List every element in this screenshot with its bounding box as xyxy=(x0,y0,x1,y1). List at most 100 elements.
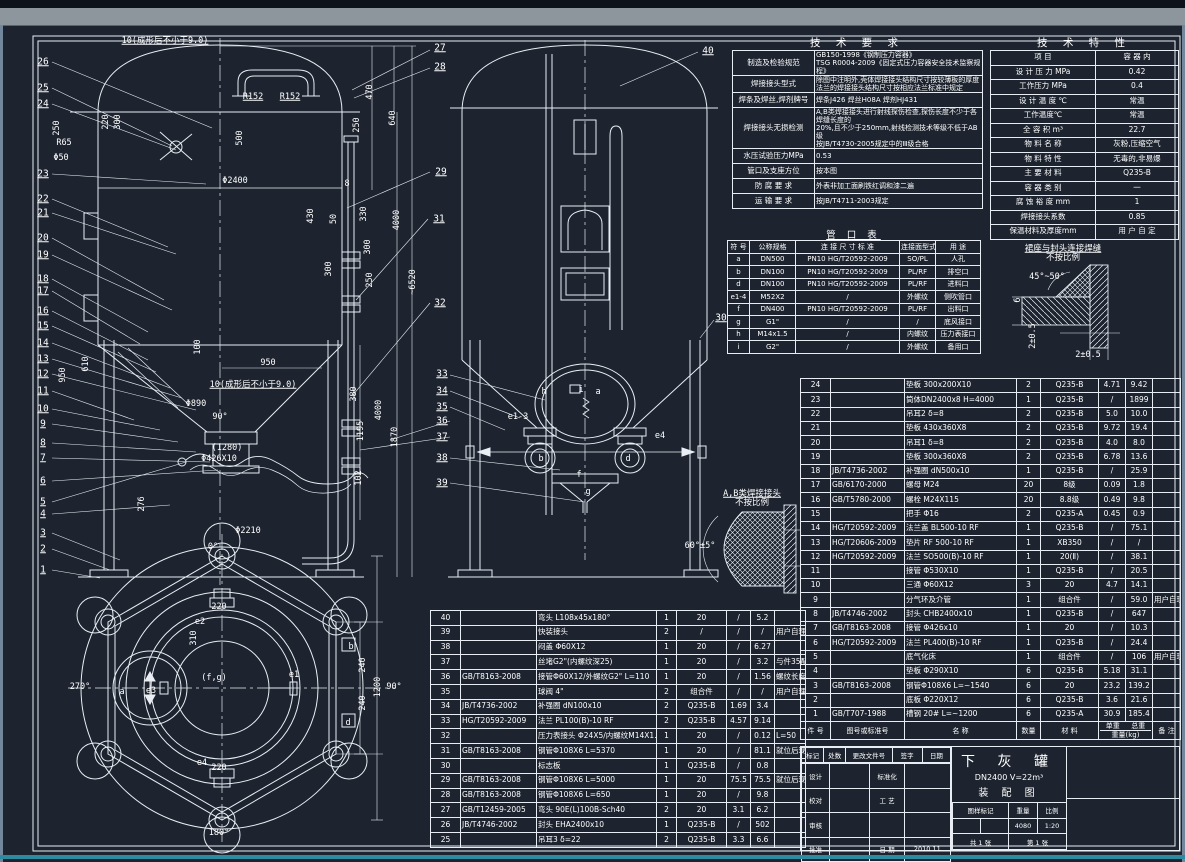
bom-no: 15 xyxy=(800,506,831,522)
product-name: 下 灰 罐 xyxy=(961,754,1057,770)
bom-remark: 用户自理 xyxy=(1152,592,1181,608)
bom-name: 快装接头 xyxy=(536,624,657,641)
bom-std xyxy=(460,639,537,656)
bom-unit-weight: / xyxy=(1098,549,1126,565)
bom-mat: 20 xyxy=(676,802,727,819)
bom-qty: 2 xyxy=(656,802,677,819)
bom-no: 12 xyxy=(800,549,831,565)
bom-unit-weight: 3.1 xyxy=(726,802,751,819)
bom-total-weight: 9.14 xyxy=(750,713,775,730)
bom-unit-weight: / xyxy=(1098,563,1126,580)
nozzle-header-row: 符 号 公称规格 连 接 尺 寸 标 准 连接面型式 用 途 xyxy=(727,240,981,254)
tech-char-value: 常温 xyxy=(1095,108,1179,124)
bom-header-remark: 备 注 xyxy=(1152,721,1181,741)
bom-name: 标志板 xyxy=(536,757,657,774)
bom-mat: Q235-A xyxy=(1040,506,1099,522)
tech-req-label: 焊接接头型式 xyxy=(732,75,815,94)
bom-mat: Q235-B xyxy=(1040,463,1099,480)
bom-std xyxy=(460,728,537,745)
role-signature[interactable] xyxy=(829,812,871,838)
nozzle-spec: M52X2 xyxy=(749,290,796,304)
bom-name: 法兰 PL100(B)-10 RF xyxy=(536,713,657,730)
bom-mat: Q235-B xyxy=(1040,377,1099,394)
bom-name: 闷盖 Φ60X12 xyxy=(536,639,657,656)
bom-row: 15 把手 Φ16 2 Q235-A 0.45 0.9 xyxy=(800,506,1181,522)
bom-unit-weight: / xyxy=(1098,649,1126,665)
bom-unit-weight: 1.69 xyxy=(726,698,751,715)
toolbar-strip[interactable] xyxy=(0,8,1185,26)
bom-mat: 20 xyxy=(1040,621,1099,637)
sheet-number: 第 1 张 xyxy=(1008,833,1067,850)
bom-total-weight: 13.6 xyxy=(1125,449,1153,465)
bom-unit-weight: / xyxy=(726,669,751,685)
bom-total-weight: 8.0 xyxy=(1125,435,1153,451)
bom-total-weight: 5.2 xyxy=(750,610,775,626)
bom-row: 8 JB/T4746-2002 封头 CHB2400x10 1 Q235-B /… xyxy=(800,606,1181,623)
bom-std xyxy=(830,649,905,665)
nozzle-spec: M14x1.5 xyxy=(749,327,796,341)
bom-unit-weight: / xyxy=(726,654,751,671)
tech-req-label: 焊接接头无损检测 xyxy=(732,107,815,150)
bom-unit-weight: / xyxy=(726,624,751,641)
revision-table: 标记 处数 更改文件号 签字 日期 设计 xyxy=(800,747,952,862)
bom-total-weight: 10.3 xyxy=(1125,621,1153,637)
nozzle-std: / xyxy=(795,315,900,329)
tech-char-item: 工作温度℃ xyxy=(990,108,1096,124)
nozzle-face: PL/RF xyxy=(899,265,936,279)
bom-row: 27 GB/T12459-2005 弯头 90E(L)100B-Sch40 2 … xyxy=(430,802,806,819)
bom-unit-weight: / xyxy=(1098,463,1126,480)
bom-unit-weight: / xyxy=(1098,520,1126,537)
bom-remark xyxy=(1152,463,1181,480)
tech-req-label: 水压试验压力MPa xyxy=(732,148,815,165)
bom-qty: 1 xyxy=(656,772,677,789)
bom-no: 11 xyxy=(800,563,831,580)
bom-row: 25 吊耳3 δ=22 2 Q235-B 3.3 6.6 xyxy=(430,831,806,848)
bom-qty: 1 xyxy=(1016,392,1041,408)
bom-no: 9 xyxy=(800,592,831,608)
role-signature[interactable] xyxy=(829,763,871,789)
bom-row: 17 GB/6170-2000 螺母 M24 20 8级 0.09 1.8 xyxy=(800,478,1181,494)
bom-no: 31 xyxy=(430,743,461,759)
bom-no: 20 xyxy=(800,435,831,451)
bom-std: GB/T12459-2005 xyxy=(460,802,537,819)
nozzle-face: / xyxy=(899,315,936,329)
tech-char-item: 容 器 类 别 xyxy=(990,180,1096,196)
nozzle-std: / xyxy=(795,290,900,304)
role-signature[interactable] xyxy=(829,787,871,813)
bom-qty: 1 xyxy=(1016,649,1041,665)
bom-total-weight: 0.9 xyxy=(1125,506,1153,522)
bom-row: 32 压力表接头 Φ24X5/内螺纹M14X1.5 1 20 / 0.12 L=… xyxy=(430,728,806,745)
bom-no: 25 xyxy=(430,831,461,848)
bom-remark xyxy=(1152,706,1181,723)
bom-qty: 1 xyxy=(656,743,677,759)
bom-row: 40 弯头 L108x45x180° 1 20 / 5.2 xyxy=(430,610,806,626)
bom-unit-weight: 4.57 xyxy=(726,713,751,730)
bom-row: 36 GB/T8163-2008 接管Φ60X12/外螺纹G2" L=110 1… xyxy=(430,669,806,685)
nozzle-face: PL/RF xyxy=(899,302,936,316)
bom-no: 28 xyxy=(430,787,461,804)
bom-std: JB/T4746-2002 xyxy=(460,817,537,833)
nozzle-std: PN10 HG/T20592-2009 xyxy=(795,265,900,279)
bom-total-weight: 25.9 xyxy=(1125,463,1153,480)
weight-value: 4080 xyxy=(1008,817,1038,835)
product-spec: DN2400 V=22m³ xyxy=(974,773,1044,782)
nozzle-spec: DN500 xyxy=(749,252,796,266)
nozzle-use: 备用口 xyxy=(935,340,981,354)
tech-req-value: 外表非加工面刷铁红调和漆二遍 xyxy=(814,178,983,195)
bom-table-main: 24 垫板 300x200X10 2 Q235-B 4.71 9.42 23 xyxy=(800,377,1181,741)
bom-unit-weight: / xyxy=(1098,606,1126,623)
bom-remark xyxy=(1152,478,1181,494)
bom-mat: / xyxy=(676,624,727,641)
bom-std: JB/T4746-2002 xyxy=(830,606,905,623)
nozzle-sym: b xyxy=(727,265,750,279)
bom-total-weight: 1.8 xyxy=(1125,478,1153,494)
bom-mat: 20 xyxy=(676,743,727,759)
tech-req-label: 制造及检验规范 xyxy=(732,49,815,77)
bom-mat: Q235-B xyxy=(1040,563,1099,580)
bom-qty: 1 xyxy=(656,787,677,804)
tech-char-value: 常温 xyxy=(1095,93,1179,109)
bom-row: 4 垫板 Φ290X10 6 Q235-B 5.18 31.1 xyxy=(800,663,1181,680)
bom-row: 23 筒体DN2400x8 H=4000 1 Q235-B / 1899 xyxy=(800,392,1181,408)
